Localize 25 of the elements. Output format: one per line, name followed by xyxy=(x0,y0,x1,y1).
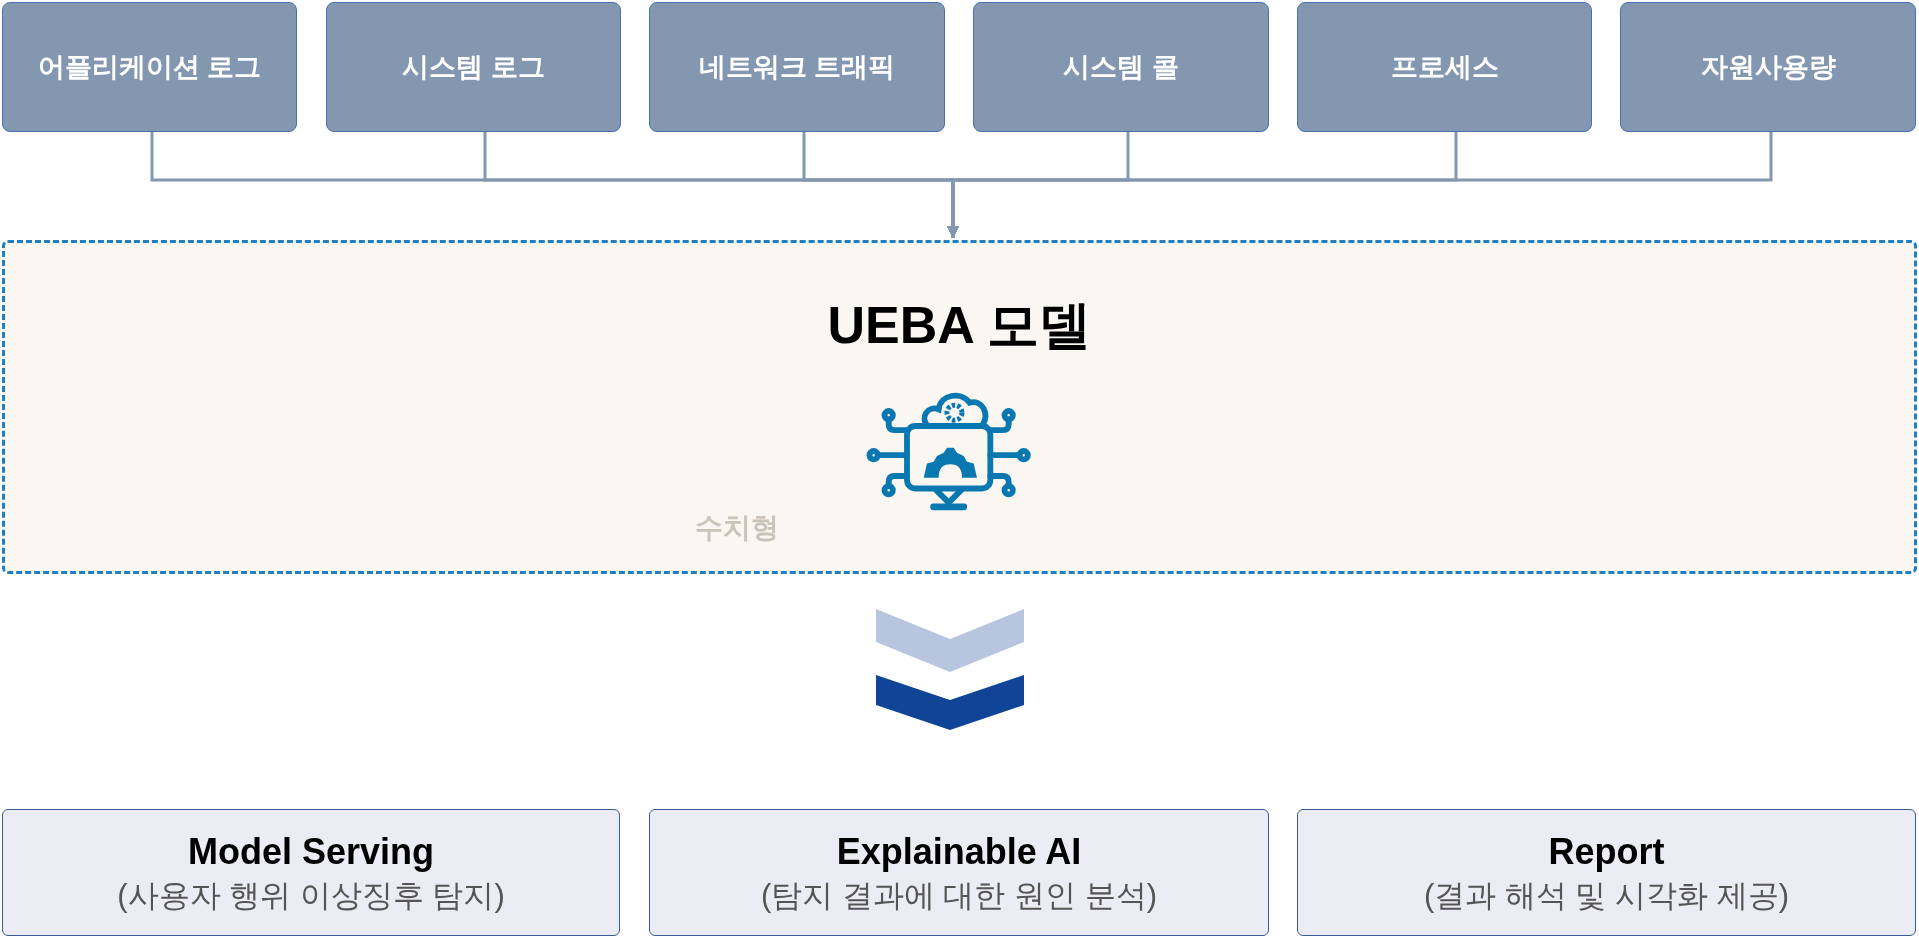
source-box xyxy=(2,2,297,132)
source-label: 시스템 로그 xyxy=(402,51,545,84)
model-panel xyxy=(2,240,1917,574)
output-description: (탐지 결과에 대한 원인 분석) xyxy=(760,876,1158,915)
chevron-arrow xyxy=(876,609,1024,730)
source-label: 시스템 콜 xyxy=(1063,51,1179,84)
output-title: Model Serving xyxy=(187,829,434,874)
output-description: (사용자 행위 이상징후 탐지) xyxy=(117,876,505,915)
source-label: 어플리케이션 로그 xyxy=(37,51,262,84)
source-box xyxy=(1620,2,1916,132)
model-title: UEBA 모델 xyxy=(827,295,1092,356)
source-label: 네트워크 트래픽 xyxy=(698,51,896,84)
output-box xyxy=(1297,809,1916,936)
source-box xyxy=(649,2,945,132)
faint-label: 수치형 xyxy=(695,511,779,545)
source-box xyxy=(326,2,621,132)
output-box xyxy=(649,809,1269,936)
output-title: Report xyxy=(1548,829,1665,874)
source-label: 자원사용량 xyxy=(1700,51,1836,84)
output-box xyxy=(2,809,620,936)
source-label: 프로세스 xyxy=(1390,51,1499,84)
source-box xyxy=(973,2,1269,132)
output-title: Explainable AI xyxy=(836,829,1082,874)
source-box xyxy=(1297,2,1592,132)
output-description: (결과 해석 및 시각화 제공) xyxy=(1423,876,1790,915)
